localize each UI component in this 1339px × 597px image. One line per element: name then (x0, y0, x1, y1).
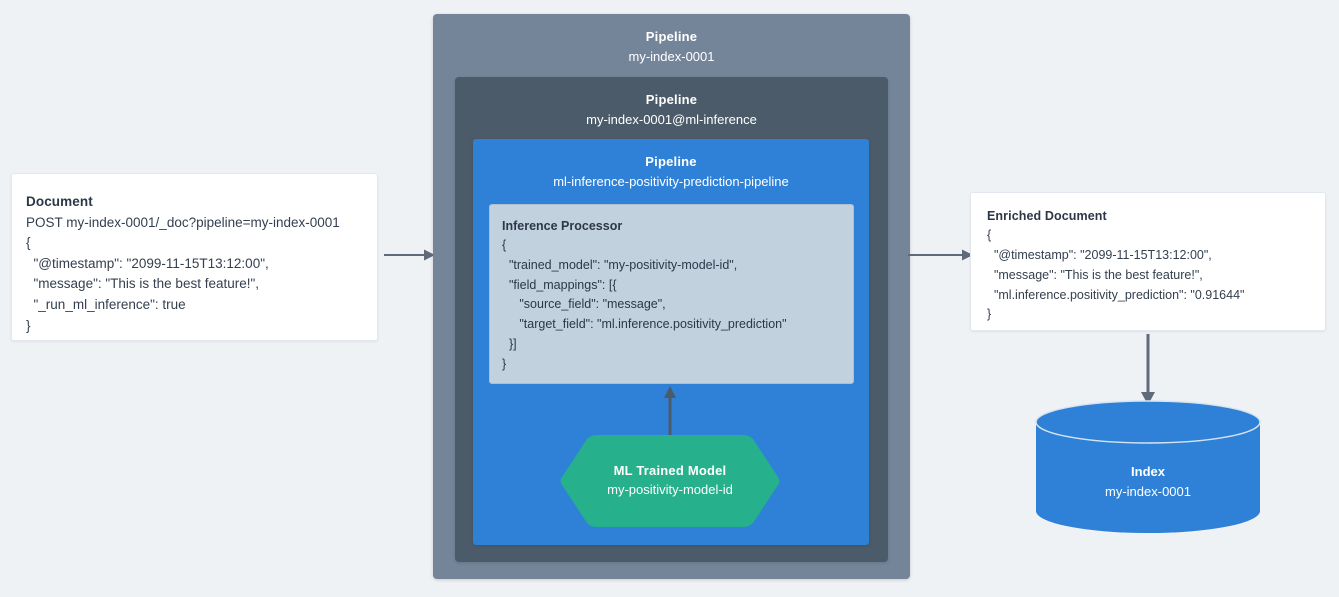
enriched-document-line: "message": "This is the best feature!", (987, 267, 1203, 282)
enriched-document-line: } (987, 307, 992, 322)
source-document-line: { (26, 235, 31, 251)
pipeline-outer-name: my-index-0001 (628, 48, 715, 64)
arrow-document-to-pipeline-icon (384, 247, 436, 263)
arrow-model-to-processor-icon (656, 386, 684, 438)
ml-trained-model-hexagon: ML Trained Model my-positivity-model-id (556, 432, 784, 530)
inference-processor-line: }] (502, 336, 517, 351)
enriched-document-line: { (987, 228, 992, 243)
inference-processor-line: "target_field": "ml.inference.positivity… (502, 317, 787, 331)
pipeline-outer-header: Pipeline my-index-0001 (433, 14, 910, 66)
source-document-line: "@timestamp": "2099-11-15T13:12:00", (26, 255, 269, 271)
enriched-document-line: "ml.inference.positivity_prediction": "0… (987, 287, 1245, 302)
arrow-enriched-to-index-icon (1134, 334, 1162, 406)
pipeline-inner-label: Pipeline (645, 154, 697, 169)
pipeline-outer-label: Pipeline (645, 29, 698, 44)
index-cylinder: Index my-index-0001 (1034, 400, 1262, 533)
inference-processor-line: { (502, 238, 507, 252)
pipeline-middle-header: Pipeline my-index-0001@ml-inference (455, 77, 888, 129)
inference-processor-line: "field_mappings": [{ (502, 277, 617, 292)
inference-processor-panel: Inference Processor { "trained_model": "… (489, 204, 854, 384)
source-document-line: } (26, 317, 31, 333)
inference-processor-title: Inference Processor (502, 219, 623, 233)
pipeline-middle-label: Pipeline (645, 92, 698, 107)
pipeline-inner-header: Pipeline ml-inference-positivity-predict… (473, 139, 869, 191)
arrow-pipeline-to-enriched-icon (908, 247, 974, 263)
source-document-line: POST my-index-0001/_doc?pipeline=my-inde… (26, 214, 340, 230)
inference-processor-line: } (502, 356, 507, 371)
source-document-line: "_run_ml_inference": true (26, 296, 186, 312)
enriched-document-card: Enriched Document { "@timestamp": "2099-… (970, 192, 1326, 331)
source-document-title: Document (26, 194, 93, 209)
enriched-document-title: Enriched Document (987, 209, 1107, 223)
pipeline-middle-name: my-index-0001@ml-inference (586, 111, 757, 127)
source-document-card: Document POST my-index-0001/_doc?pipelin… (11, 173, 378, 341)
source-document-line: "message": "This is the best feature!", (26, 276, 260, 292)
enriched-document-line: "@timestamp": "2099-11-15T13:12:00", (987, 248, 1212, 263)
inference-processor-line: "trained_model": "my-positivity-model-id… (502, 257, 738, 272)
inference-processor-line: "source_field": "message", (502, 297, 666, 312)
pipeline-inner-name: ml-inference-positivity-prediction-pipel… (553, 173, 789, 189)
